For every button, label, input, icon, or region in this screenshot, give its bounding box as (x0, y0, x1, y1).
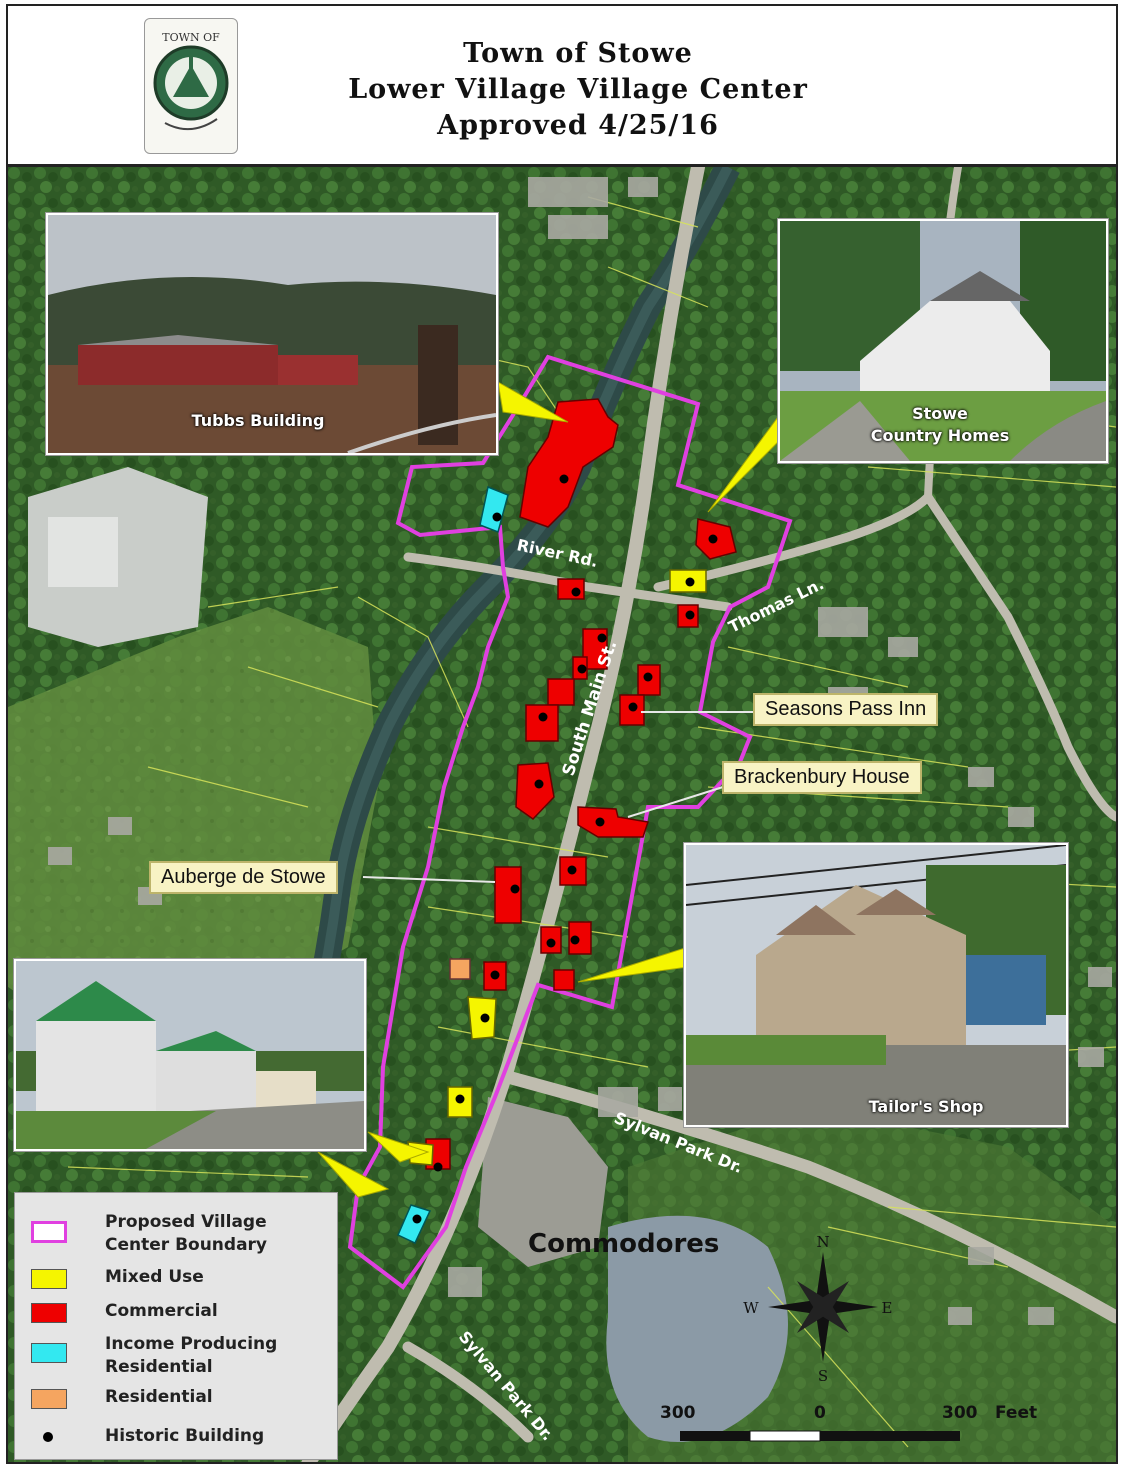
legend-swatch-boundary (31, 1221, 67, 1243)
map-title-line-2: Lower Village Village Center (348, 74, 808, 105)
photo-caption-tubbs: Tubbs Building (191, 411, 325, 430)
historic-building-markers (412, 474, 718, 1224)
photo-tailors-shop[interactable]: Tailor's Shop (684, 843, 1068, 1127)
scale-label-left: 300 (660, 1403, 696, 1423)
compass-s: S (818, 1367, 828, 1385)
map-legend: Proposed Village Center Boundary Mixed U… (14, 1192, 338, 1460)
callout-seasons-pass-inn[interactable]: Seasons Pass Inn (753, 693, 939, 726)
photo-tubbs-building[interactable]: Tubbs Building (46, 213, 498, 455)
legend-label-boundary: Proposed Village Center Boundary (105, 1212, 268, 1255)
town-seal: TOWN OF (144, 18, 238, 154)
map-frame: TOWN OF Town of Stowe Lower Village Vill… (6, 4, 1118, 1464)
callout-leaders (362, 711, 753, 883)
legend-swatch-income-residential (31, 1343, 67, 1363)
map-title-line-1: Town of Stowe (463, 38, 693, 69)
photo-lower-left-house[interactable] (14, 959, 366, 1151)
legend-label-mixed-use: Mixed Use (105, 1267, 204, 1287)
legend-label-commercial: Commercial (105, 1301, 218, 1321)
income-residential-buildings (397, 485, 509, 1244)
compass-w: W (743, 1299, 759, 1317)
photo-caption-tailors-shop: Tailor's Shop (868, 1097, 984, 1116)
compass-rose: N S E W (743, 1233, 892, 1385)
callout-brackenbury-house[interactable]: Brackenbury House (722, 761, 922, 794)
scale-bar (680, 1430, 960, 1442)
scale-label-right: 300 (942, 1403, 978, 1423)
legend-swatch-mixed-use (31, 1269, 67, 1289)
map-title-line-3: Approved 4/25/16 (437, 110, 719, 141)
legend-label-residential: Residential (105, 1387, 213, 1407)
compass-n: N (816, 1233, 829, 1251)
scale-label-unit: Feet (995, 1403, 1038, 1423)
place-label-commodores: Commodores (528, 1229, 719, 1259)
legend-label-income-residential: Income Producing Residential (105, 1334, 278, 1377)
residential-building (449, 958, 471, 980)
photo-stowe-country-homes[interactable]: Stowe Country Homes (778, 219, 1108, 463)
seal-text: TOWN OF (162, 31, 220, 44)
legend-swatch-residential (31, 1389, 67, 1409)
legend-dot-historic (43, 1432, 53, 1442)
compass-e: E (882, 1299, 893, 1317)
village-center-boundary[interactable] (347, 354, 793, 1290)
legend-swatch-commercial (31, 1303, 67, 1323)
photo-caption-stowe-country-homes: Stowe Country Homes (870, 404, 1010, 445)
scale-label-mid: 0 (814, 1403, 826, 1423)
legend-label-historic: Historic Building (105, 1426, 265, 1446)
callout-auberge-de-stowe[interactable]: Auberge de Stowe (149, 861, 338, 894)
map-header: TOWN OF Town of Stowe Lower Village Vill… (8, 6, 1116, 167)
